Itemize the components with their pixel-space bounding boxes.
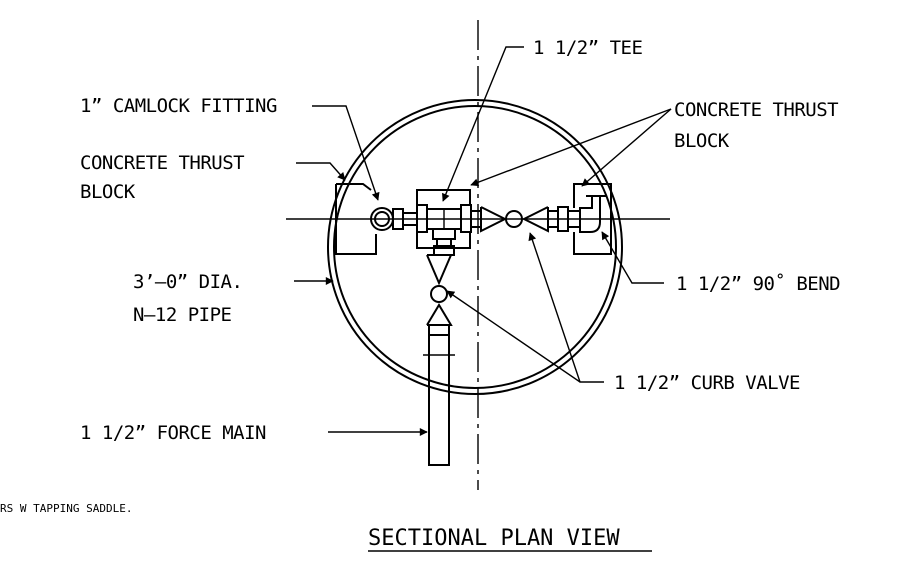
label-ninety-bend: 1 1/2” 90˚ BEND — [676, 273, 840, 295]
label-pipe-diameter: 3’–0” DIA. — [133, 271, 242, 293]
right-thrust-block — [573, 183, 612, 255]
drawing-title: SECTIONAL PLAN VIEW — [368, 526, 620, 551]
tee-fitting — [416, 204, 472, 247]
note-tapping-saddle: RS W TAPPING SADDLE. — [0, 502, 132, 515]
leader-lines — [294, 46, 672, 436]
camlock-fitting — [370, 207, 418, 231]
left-thrust-block — [335, 183, 377, 255]
manhole-pipe-wall — [327, 99, 623, 395]
vertical-curb-valve — [426, 245, 455, 336]
label-curb-valve: 1 1/2” CURB VALVE — [614, 372, 800, 394]
horizontal-curb-valve — [480, 206, 549, 233]
center-thrust-block — [416, 189, 471, 249]
label-tee: 1 1/2” TEE — [533, 37, 642, 59]
label-camlock-fitting: 1” CAMLOCK FITTING — [80, 95, 277, 117]
label-pipe-type: N–12 PIPE — [133, 304, 232, 326]
label-left-thrust-block-line2: BLOCK — [80, 181, 136, 203]
label-right-thrust-block-line2: BLOCK — [674, 130, 730, 152]
center-lines — [286, 20, 670, 490]
label-force-main: 1 1/2” FORCE MAIN — [80, 422, 266, 444]
label-right-thrust-block-line1: CONCRETE THRUST — [674, 99, 838, 121]
label-left-thrust-block-line1: CONCRETE THRUST — [80, 152, 244, 174]
ninety-degree-bend — [557, 195, 606, 233]
force-main-pipe — [423, 334, 455, 466]
